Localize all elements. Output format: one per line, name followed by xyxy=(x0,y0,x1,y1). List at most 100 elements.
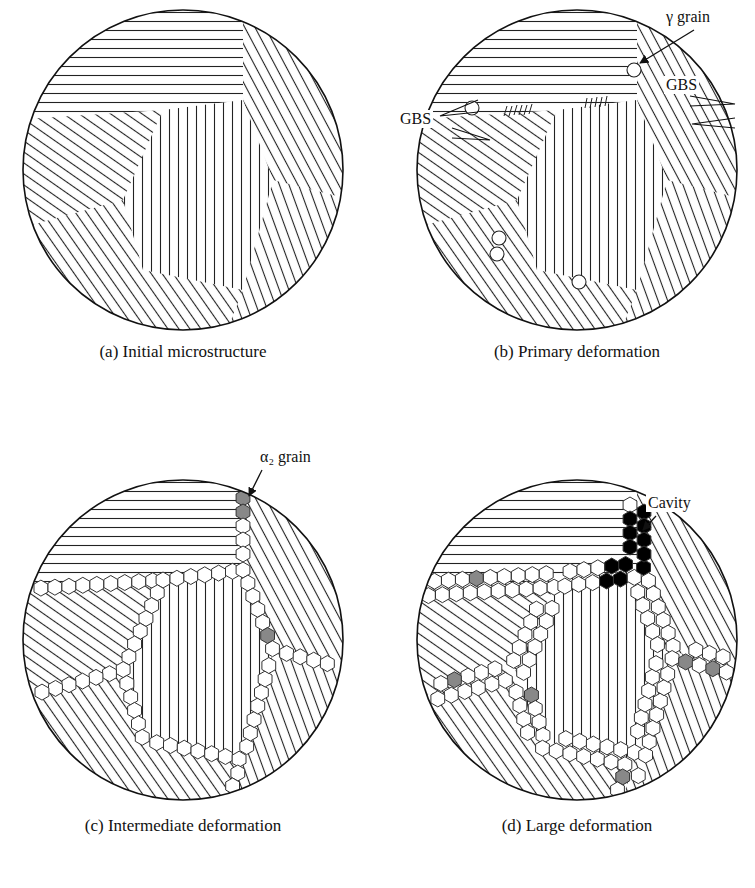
cavity-grain xyxy=(637,546,651,562)
gamma-grain xyxy=(34,580,48,596)
gamma-grain xyxy=(600,739,614,755)
alpha2-grain xyxy=(706,661,720,677)
gamma-grain xyxy=(491,583,505,599)
gamma-grain xyxy=(511,568,525,584)
gamma-grain xyxy=(35,684,49,700)
phase-label: α₂ grain xyxy=(258,448,313,466)
leader-line xyxy=(640,30,694,63)
gamma-grain xyxy=(485,676,499,692)
gamma-grain xyxy=(505,582,519,598)
gamma-grain xyxy=(320,656,334,672)
alpha2-grain xyxy=(470,570,484,586)
gamma-grain xyxy=(614,742,628,758)
circle-a xyxy=(13,0,353,340)
gamma-grain xyxy=(519,581,533,597)
cavity-grain xyxy=(614,571,628,587)
gamma-grain xyxy=(177,740,191,756)
gamma-grain xyxy=(577,562,591,578)
gamma-grain xyxy=(266,641,280,657)
gamma-grain xyxy=(604,754,618,770)
gamma-grain xyxy=(428,573,442,589)
gamma-grain xyxy=(539,566,553,582)
gamma-grain xyxy=(525,567,539,583)
alpha2-grain xyxy=(447,672,461,688)
gamma-grain xyxy=(442,572,456,588)
gamma-grain xyxy=(483,569,497,585)
gamma-grain xyxy=(558,578,572,594)
panel-caption: (a) Initial microstructure xyxy=(99,342,266,362)
cavity-grain xyxy=(605,558,619,574)
gamma-grain xyxy=(236,546,250,562)
gamma-grain xyxy=(573,733,587,749)
gamma-grain xyxy=(572,576,586,592)
gamma-grain xyxy=(458,684,472,700)
circle-b xyxy=(407,0,747,340)
panel-caption: (b) Primary deformation xyxy=(494,342,660,362)
gamma-grain xyxy=(191,743,205,759)
phase-label: γ grain xyxy=(664,8,712,26)
gamma-grain xyxy=(631,768,645,784)
cavity-grain xyxy=(619,556,633,572)
gamma-grain xyxy=(536,740,550,756)
gamma-grain xyxy=(471,680,485,696)
cavity-label: Cavity xyxy=(646,494,693,512)
cavity-grain xyxy=(623,539,637,555)
gamma-grain xyxy=(434,676,448,692)
gbs-label: GBS xyxy=(398,110,433,128)
gamma-grain xyxy=(475,665,489,681)
gamma-grain xyxy=(651,637,665,653)
gamma-grain xyxy=(563,563,577,579)
gamma-grain xyxy=(150,735,164,751)
gamma-grain xyxy=(549,743,563,759)
panel-caption: (c) Intermediate deformation xyxy=(85,816,281,836)
gamma-grain xyxy=(431,691,445,707)
circle-d xyxy=(407,470,747,810)
gamma-grain xyxy=(103,666,117,682)
gamma-grain xyxy=(49,680,63,696)
gamma-grain xyxy=(657,680,671,696)
leader-line xyxy=(249,470,262,496)
gamma-grain xyxy=(488,661,502,677)
panel-caption: (d) Large deformation xyxy=(502,816,653,836)
gamma-grain xyxy=(247,712,261,728)
gamma-grain xyxy=(665,651,679,667)
gamma-grain xyxy=(649,656,663,672)
gamma-grain xyxy=(521,725,535,741)
gamma-grain xyxy=(218,749,232,765)
gamma-grain xyxy=(703,645,717,661)
gamma-grain xyxy=(716,649,730,665)
gamma-grain xyxy=(89,669,103,685)
gamma-grain xyxy=(497,569,511,585)
gamma-grain xyxy=(692,657,706,673)
gamma-grain xyxy=(212,565,226,581)
alpha2-grain xyxy=(679,654,693,670)
gamma-grain xyxy=(205,746,219,762)
gamma-grain xyxy=(76,673,90,689)
gamma-grain xyxy=(132,574,146,590)
gamma-grain xyxy=(646,720,660,736)
gamma-grain xyxy=(477,584,491,600)
gamma-grain xyxy=(307,652,321,668)
gamma-grain xyxy=(689,642,703,658)
gamma-grain xyxy=(449,586,463,602)
gamma-grain xyxy=(720,664,734,680)
gamma-grain xyxy=(507,652,521,668)
gamma-grain xyxy=(62,677,76,693)
gamma-grain xyxy=(461,668,475,684)
gamma-grain xyxy=(104,576,118,592)
gamma-grain xyxy=(170,570,184,586)
gamma-grain xyxy=(293,649,307,665)
gamma-grain xyxy=(591,560,605,576)
gamma-grain xyxy=(48,579,62,595)
gamma-grain xyxy=(76,577,90,593)
gamma-grain xyxy=(90,576,104,592)
circle-c xyxy=(13,470,353,810)
gamma-grain xyxy=(645,669,659,685)
gamma-grain xyxy=(653,693,667,709)
gamma-grain xyxy=(262,658,276,674)
gbs-arrows xyxy=(440,96,735,140)
gamma-grain xyxy=(591,751,605,767)
gamma-grain xyxy=(118,575,132,591)
gamma-grain xyxy=(577,749,591,765)
gamma-grain xyxy=(517,664,531,680)
